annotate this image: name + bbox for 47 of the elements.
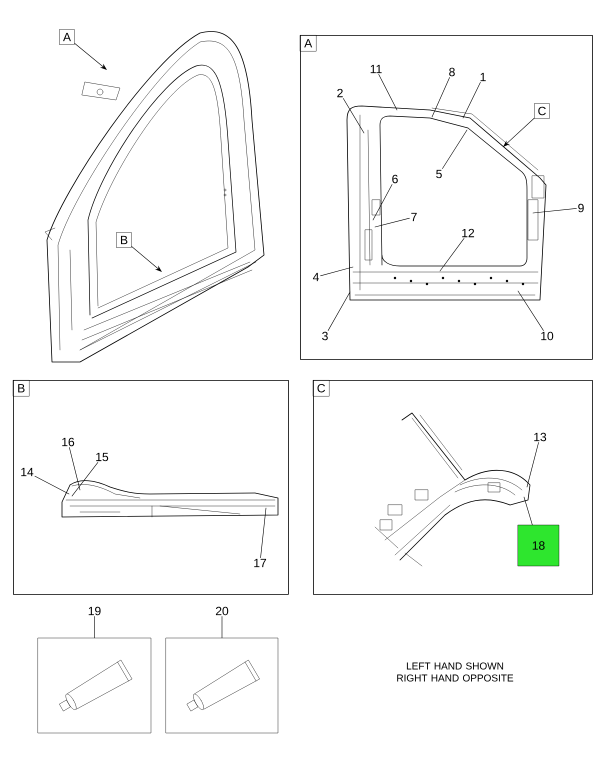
callout-number: 7 [411,212,417,222]
leader-line [328,292,350,331]
callout-number: 20 [216,606,228,616]
leader-line [462,82,481,118]
callout-number: 13 [534,432,546,442]
leader-line [72,462,98,496]
callout-number: 10 [541,332,554,340]
callout-number: 3 [322,332,328,340]
view-callout: C [534,103,550,119]
callout-number: 8 [449,68,455,76]
arrow [131,246,162,272]
callout-number: 4 [312,272,319,282]
leader-line [432,77,450,118]
callout-number: 15 [96,452,108,462]
leader-line [320,266,354,276]
note-text: LEFT HAND SHOWN RIGHT HAND OPPOSITE [397,662,514,682]
callout-number: 5 [436,170,442,178]
leader-line [260,508,266,558]
leader-line [374,218,410,228]
leader-line [532,208,577,214]
tube-drawing [166,638,278,734]
tube-drawing [38,638,152,734]
callout-number: 6 [392,174,398,184]
leader-line [378,74,398,110]
leader-line [69,447,80,490]
view-callout: A [59,29,75,45]
arrow [74,43,107,70]
leader-line [526,442,539,488]
leader-line [94,616,95,638]
leader-line [518,290,544,331]
callout-number: 16 [62,438,74,446]
callout-number: 1 [480,72,486,82]
callout-number: 18 [518,524,560,566]
callout-number: 12 [462,228,474,238]
callout-number: 17 [254,558,266,568]
callout-number: 14 [21,468,34,476]
leader-line [442,130,468,169]
leader-line [524,496,533,526]
callout-number: 2 [337,88,343,98]
leader-line [34,476,70,494]
view-callout: B [116,232,132,248]
callout-number: 19 [88,606,101,616]
callout-number: 11 [370,64,382,74]
leader-line [440,238,464,272]
arrow [503,118,535,147]
callout-number: 9 [578,204,584,212]
leader-line [372,184,392,220]
